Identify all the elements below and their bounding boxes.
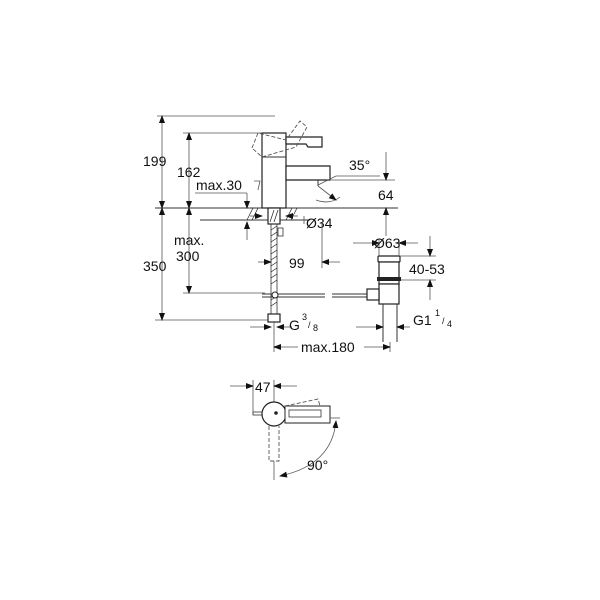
dim-g1: G1: [413, 312, 432, 328]
dim-g-den: 8: [313, 323, 318, 333]
dim-99: 99: [289, 255, 305, 271]
rod-clamp: [271, 291, 279, 299]
lever-raised-dashed: [251, 120, 308, 158]
hose-clip: [277, 227, 284, 237]
lever: [285, 136, 323, 148]
body-top-circle: [261, 401, 287, 427]
lever-down-dashed: [268, 426, 280, 462]
waste-pivot: [366, 288, 380, 301]
inlet-nut: [267, 313, 281, 323]
angle-arc-90: [279, 420, 339, 478]
waste-flange: [377, 255, 401, 263]
shank-thread: [269, 209, 279, 223]
dim-dia63: Ø63: [374, 235, 401, 251]
max30-leader: [254, 180, 261, 191]
spout: [285, 165, 331, 181]
angle-arc: [315, 196, 341, 203]
center-dot: [274, 411, 278, 415]
dim-64: 64: [378, 187, 394, 203]
angle-leader: [317, 175, 380, 186]
dim-max180: max.180: [301, 339, 355, 355]
dim-40-53: 40-53: [409, 261, 445, 277]
dim-199: 199: [143, 153, 167, 169]
dim-350: 350: [143, 258, 167, 274]
dim-g1-slash: /: [442, 316, 445, 326]
dim-g-slash: /: [308, 320, 311, 330]
dim-300: 300: [176, 248, 200, 264]
dim-g1-num: 1: [435, 308, 440, 318]
dim-max30: max.30: [196, 177, 242, 193]
dim-35deg: 35°: [349, 157, 370, 173]
dim-47: 47: [255, 379, 271, 395]
dim-g-num: 3: [302, 312, 307, 322]
waste-lower: [378, 283, 400, 305]
lever-rotated-dashed: [284, 398, 321, 407]
faucet-body: [261, 132, 287, 209]
dim-162: 162: [177, 164, 201, 180]
dim-g1-den: 4: [447, 319, 452, 329]
dim-dia34: Ø34: [306, 215, 333, 231]
dim-g: G: [289, 317, 300, 333]
dim-90deg: 90°: [307, 457, 328, 473]
side-view: 199 162 max.30 350 max. 300: [143, 115, 452, 355]
waste-nut: [377, 277, 401, 281]
top-view: 47 90°: [230, 379, 340, 480]
dim-max-label: max.: [174, 232, 204, 248]
